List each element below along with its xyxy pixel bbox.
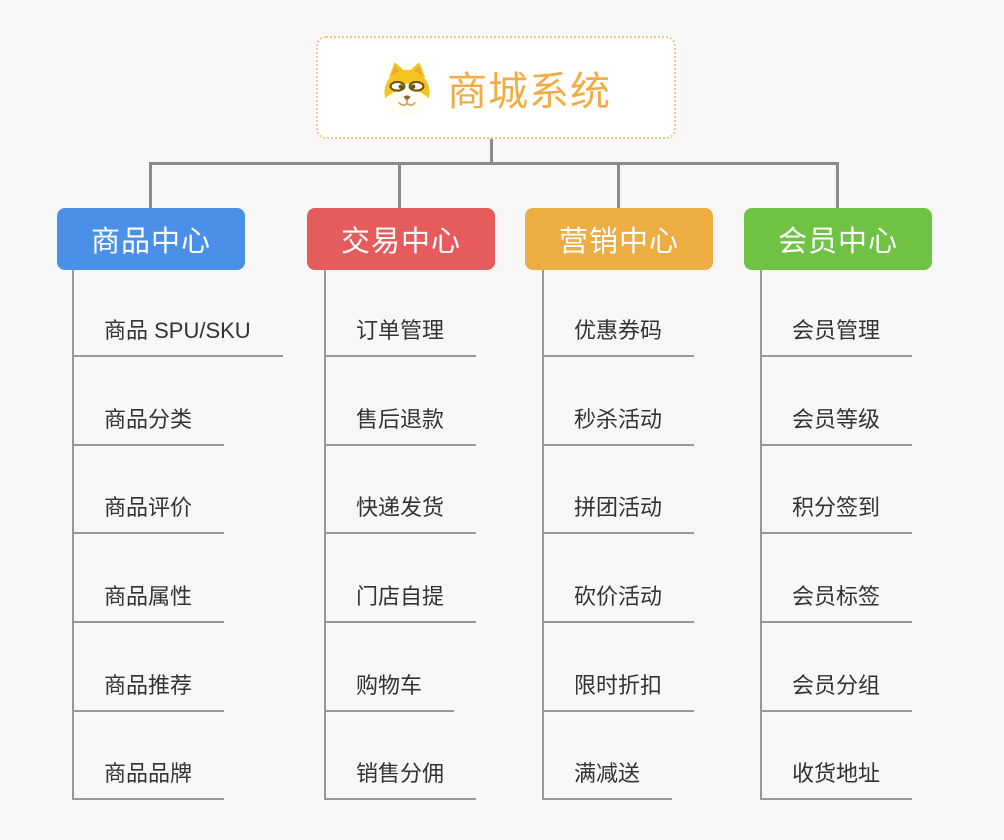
leaf-node[interactable]: 会员管理 <box>760 317 913 357</box>
leaf-node[interactable]: 限时折扣 <box>542 672 695 712</box>
leaf-node[interactable]: 商品 SPU/SKU <box>72 317 283 357</box>
leaf-node[interactable]: 快递发货 <box>324 494 477 534</box>
leaf-node[interactable]: 商品分类 <box>72 406 225 446</box>
leaf-node[interactable]: 会员分组 <box>760 672 913 712</box>
connector-stub-product <box>149 162 152 208</box>
leaf-node[interactable]: 商品属性 <box>72 583 225 623</box>
leaf-node[interactable]: 优惠券码 <box>542 317 695 357</box>
leaf-node[interactable]: 商品品牌 <box>72 760 225 800</box>
root-node[interactable]: 商城系统 <box>316 36 676 139</box>
leaf-node[interactable]: 门店自提 <box>324 583 477 623</box>
leaf-node[interactable]: 会员标签 <box>760 583 913 623</box>
leaf-node[interactable]: 售后退款 <box>324 406 477 446</box>
branch-node-member-center[interactable]: 会员中心 <box>744 208 932 270</box>
connector-stub-trade <box>398 162 401 208</box>
child-line-marketing <box>542 270 544 800</box>
shiba-dog-icon <box>381 60 433 116</box>
child-line-trade <box>324 270 326 800</box>
connector-stub-marketing <box>617 162 620 208</box>
child-line-product <box>72 270 74 800</box>
root-title: 商城系统 <box>447 69 611 114</box>
leaf-node[interactable]: 商品评价 <box>72 494 225 534</box>
connector-stub-member <box>836 162 839 208</box>
leaf-node[interactable]: 满减送 <box>542 760 673 800</box>
leaf-node[interactable]: 会员等级 <box>760 406 913 446</box>
leaf-node[interactable]: 秒杀活动 <box>542 406 695 446</box>
child-line-member <box>760 270 762 800</box>
leaf-node[interactable]: 砍价活动 <box>542 583 695 623</box>
leaf-node[interactable]: 订单管理 <box>324 317 477 357</box>
leaf-node[interactable]: 商品推荐 <box>72 672 225 712</box>
connector-horizontal-bar <box>149 162 839 165</box>
leaf-node[interactable]: 销售分佣 <box>324 760 477 800</box>
leaf-node[interactable]: 积分签到 <box>760 494 913 534</box>
branch-node-trade-center[interactable]: 交易中心 <box>307 208 495 270</box>
leaf-node[interactable]: 购物车 <box>324 672 455 712</box>
branch-node-product-center[interactable]: 商品中心 <box>57 208 245 270</box>
connector-root-stub <box>490 139 493 164</box>
leaf-node[interactable]: 拼团活动 <box>542 494 695 534</box>
branch-node-marketing-center[interactable]: 营销中心 <box>525 208 713 270</box>
leaf-node[interactable]: 收货地址 <box>760 760 913 800</box>
